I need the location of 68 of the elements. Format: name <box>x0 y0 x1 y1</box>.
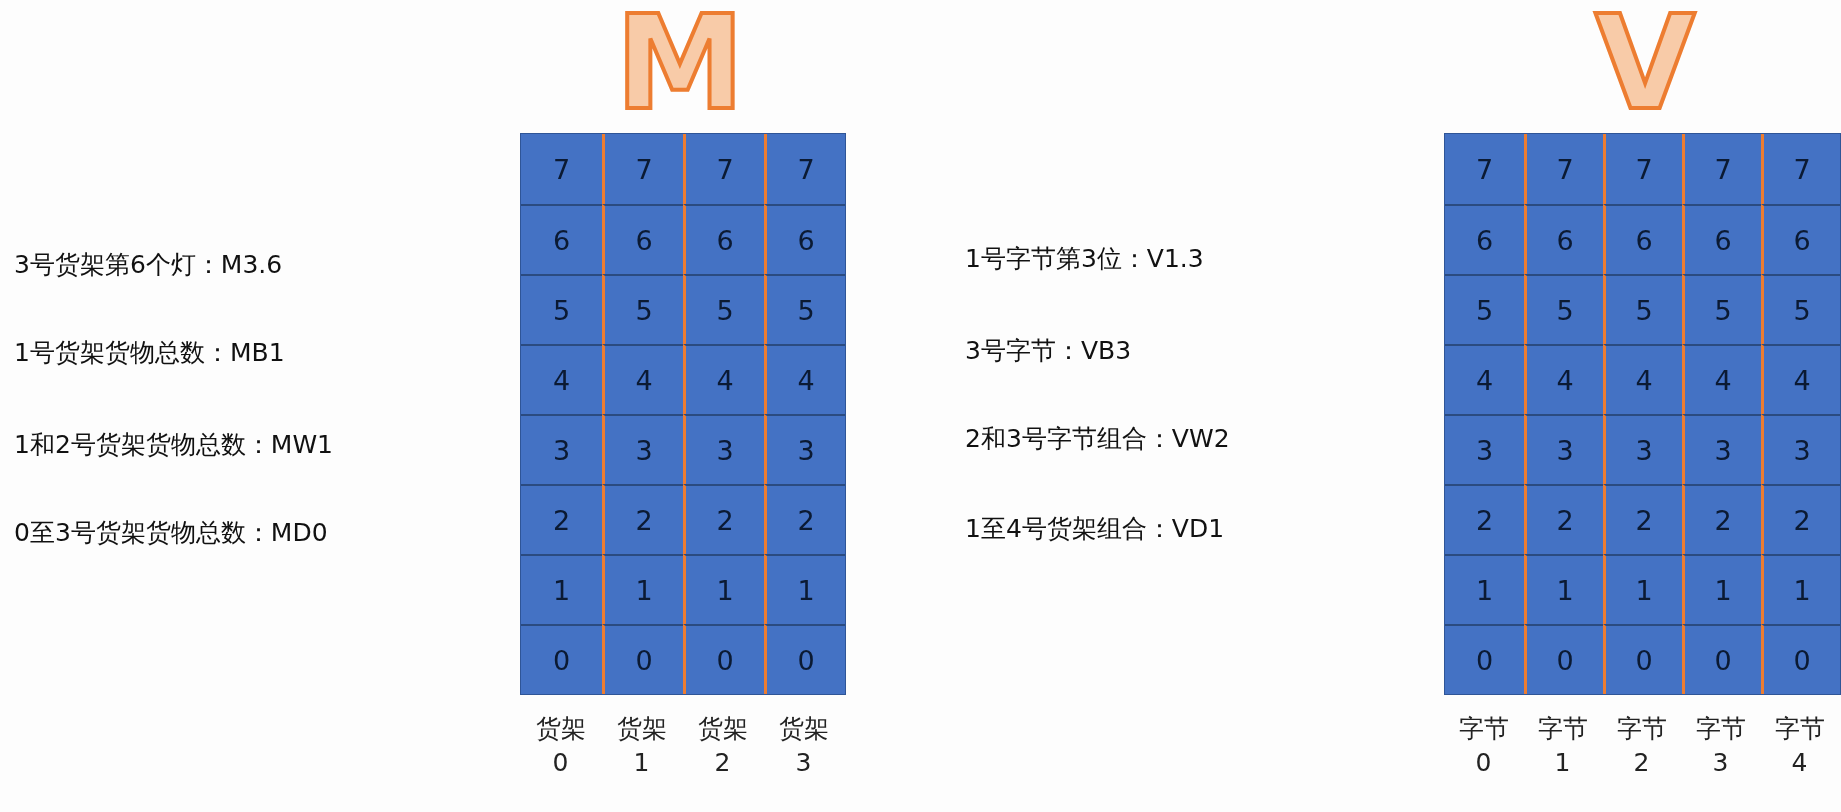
bit-cell: 4 <box>602 344 683 414</box>
bit-cell: 5 <box>1603 274 1682 344</box>
bit-cell: 6 <box>1524 204 1603 274</box>
column-label: 字节 3 <box>1694 713 1747 779</box>
bit-cell: 4 <box>1761 344 1840 414</box>
column-label: 字节 4 <box>1773 713 1826 779</box>
bit-cell: 3 <box>1524 414 1603 484</box>
address-note: 1和2号货架货物总数：MW1 <box>14 428 333 461</box>
bit-cell: 0 <box>1524 624 1603 694</box>
column-label: 货架 3 <box>777 713 830 779</box>
bit-cell: 2 <box>1682 484 1761 554</box>
bit-cell: 2 <box>1524 484 1603 554</box>
address-note: 3号货架第6个灯：M3.6 <box>14 248 283 281</box>
bit-cell: 2 <box>683 484 764 554</box>
bit-cell: 1 <box>1761 554 1840 624</box>
bit-cell: 6 <box>602 204 683 274</box>
bit-cell: 1 <box>1603 554 1682 624</box>
column-label: 货架 1 <box>615 713 668 779</box>
section-letter: M <box>615 0 745 128</box>
bit-cell: 0 <box>1603 624 1682 694</box>
bit-cell: 2 <box>1761 484 1840 554</box>
bit-cell: 5 <box>683 274 764 344</box>
bit-cell: 5 <box>764 274 845 344</box>
address-note: 1号字节第3位：V1.3 <box>965 242 1204 275</box>
bit-cell: 0 <box>764 624 845 694</box>
address-note: 1至4号货架组合：VD1 <box>965 512 1225 545</box>
bit-cell: 5 <box>1761 274 1840 344</box>
address-note: 2和3号字节组合：VW2 <box>965 422 1230 455</box>
bit-cell: 2 <box>764 484 845 554</box>
bit-cell: 3 <box>1603 414 1682 484</box>
bit-cell: 0 <box>602 624 683 694</box>
bit-cell: 5 <box>1524 274 1603 344</box>
bit-cell: 4 <box>683 344 764 414</box>
address-note: 1号货架货物总数：MB1 <box>14 336 285 369</box>
bit-cell: 6 <box>1761 204 1840 274</box>
bit-cell: 6 <box>683 204 764 274</box>
bit-cell: 4 <box>1524 344 1603 414</box>
bit-cell: 3 <box>764 414 845 484</box>
bit-cell: 6 <box>1682 204 1761 274</box>
column-label: 货架 0 <box>534 713 587 779</box>
column-label: 字节 1 <box>1536 713 1589 779</box>
section-letter: V <box>1594 0 1696 128</box>
bit-cell: 0 <box>683 624 764 694</box>
bit-cell: 3 <box>683 414 764 484</box>
column-label: 字节 2 <box>1615 713 1668 779</box>
bit-cell: 1 <box>764 554 845 624</box>
bit-cell: 5 <box>1682 274 1761 344</box>
bit-cell: 1 <box>1524 554 1603 624</box>
bit-cell: 3 <box>1682 414 1761 484</box>
bit-cell: 6 <box>764 204 845 274</box>
address-note: 0至3号货架货物总数：MD0 <box>14 516 328 549</box>
bit-cell: 1 <box>683 554 764 624</box>
column-label: 货架 2 <box>696 713 749 779</box>
bit-cell: 2 <box>1603 484 1682 554</box>
bit-cell: 6 <box>1603 204 1682 274</box>
bit-cell: 0 <box>1682 624 1761 694</box>
address-note: 3号字节：VB3 <box>965 334 1132 367</box>
bit-cell: 3 <box>602 414 683 484</box>
bit-cell: 1 <box>602 554 683 624</box>
column-label: 字节 0 <box>1457 713 1510 779</box>
bit-cell: 1 <box>1682 554 1761 624</box>
bit-cell: 4 <box>1603 344 1682 414</box>
bit-cell: 2 <box>602 484 683 554</box>
bit-cell: 3 <box>1761 414 1840 484</box>
bit-cell: 5 <box>602 274 683 344</box>
bit-cell: 4 <box>1682 344 1761 414</box>
bit-cell: 4 <box>764 344 845 414</box>
bit-cell: 0 <box>1761 624 1840 694</box>
